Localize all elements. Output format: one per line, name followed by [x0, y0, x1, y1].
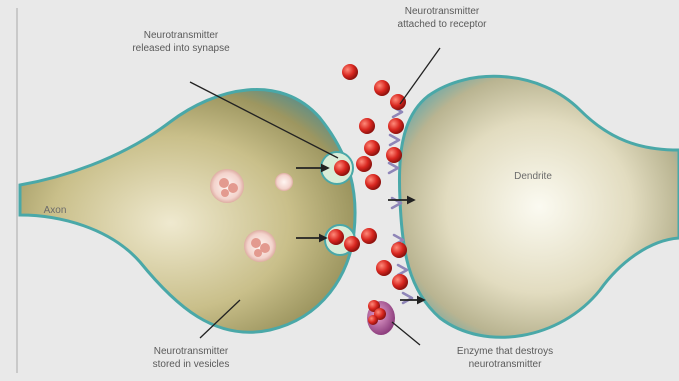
- label-released-into-synapse: Neurotransmitter released into synapse: [96, 30, 266, 55]
- label-axon: Axon: [30, 205, 80, 218]
- label-stored-in-vesicles: Neurotransmitter stored in vesicles: [116, 346, 266, 371]
- label-enzyme-destroys: Enzyme that destroys neurotransmitter: [410, 346, 600, 371]
- dendrite: [399, 76, 679, 337]
- label-dendrite: Dendrite: [498, 171, 568, 184]
- enzyme: [367, 300, 395, 335]
- label-attached-to-receptor: Neurotransmitter attached to receptor: [362, 6, 522, 31]
